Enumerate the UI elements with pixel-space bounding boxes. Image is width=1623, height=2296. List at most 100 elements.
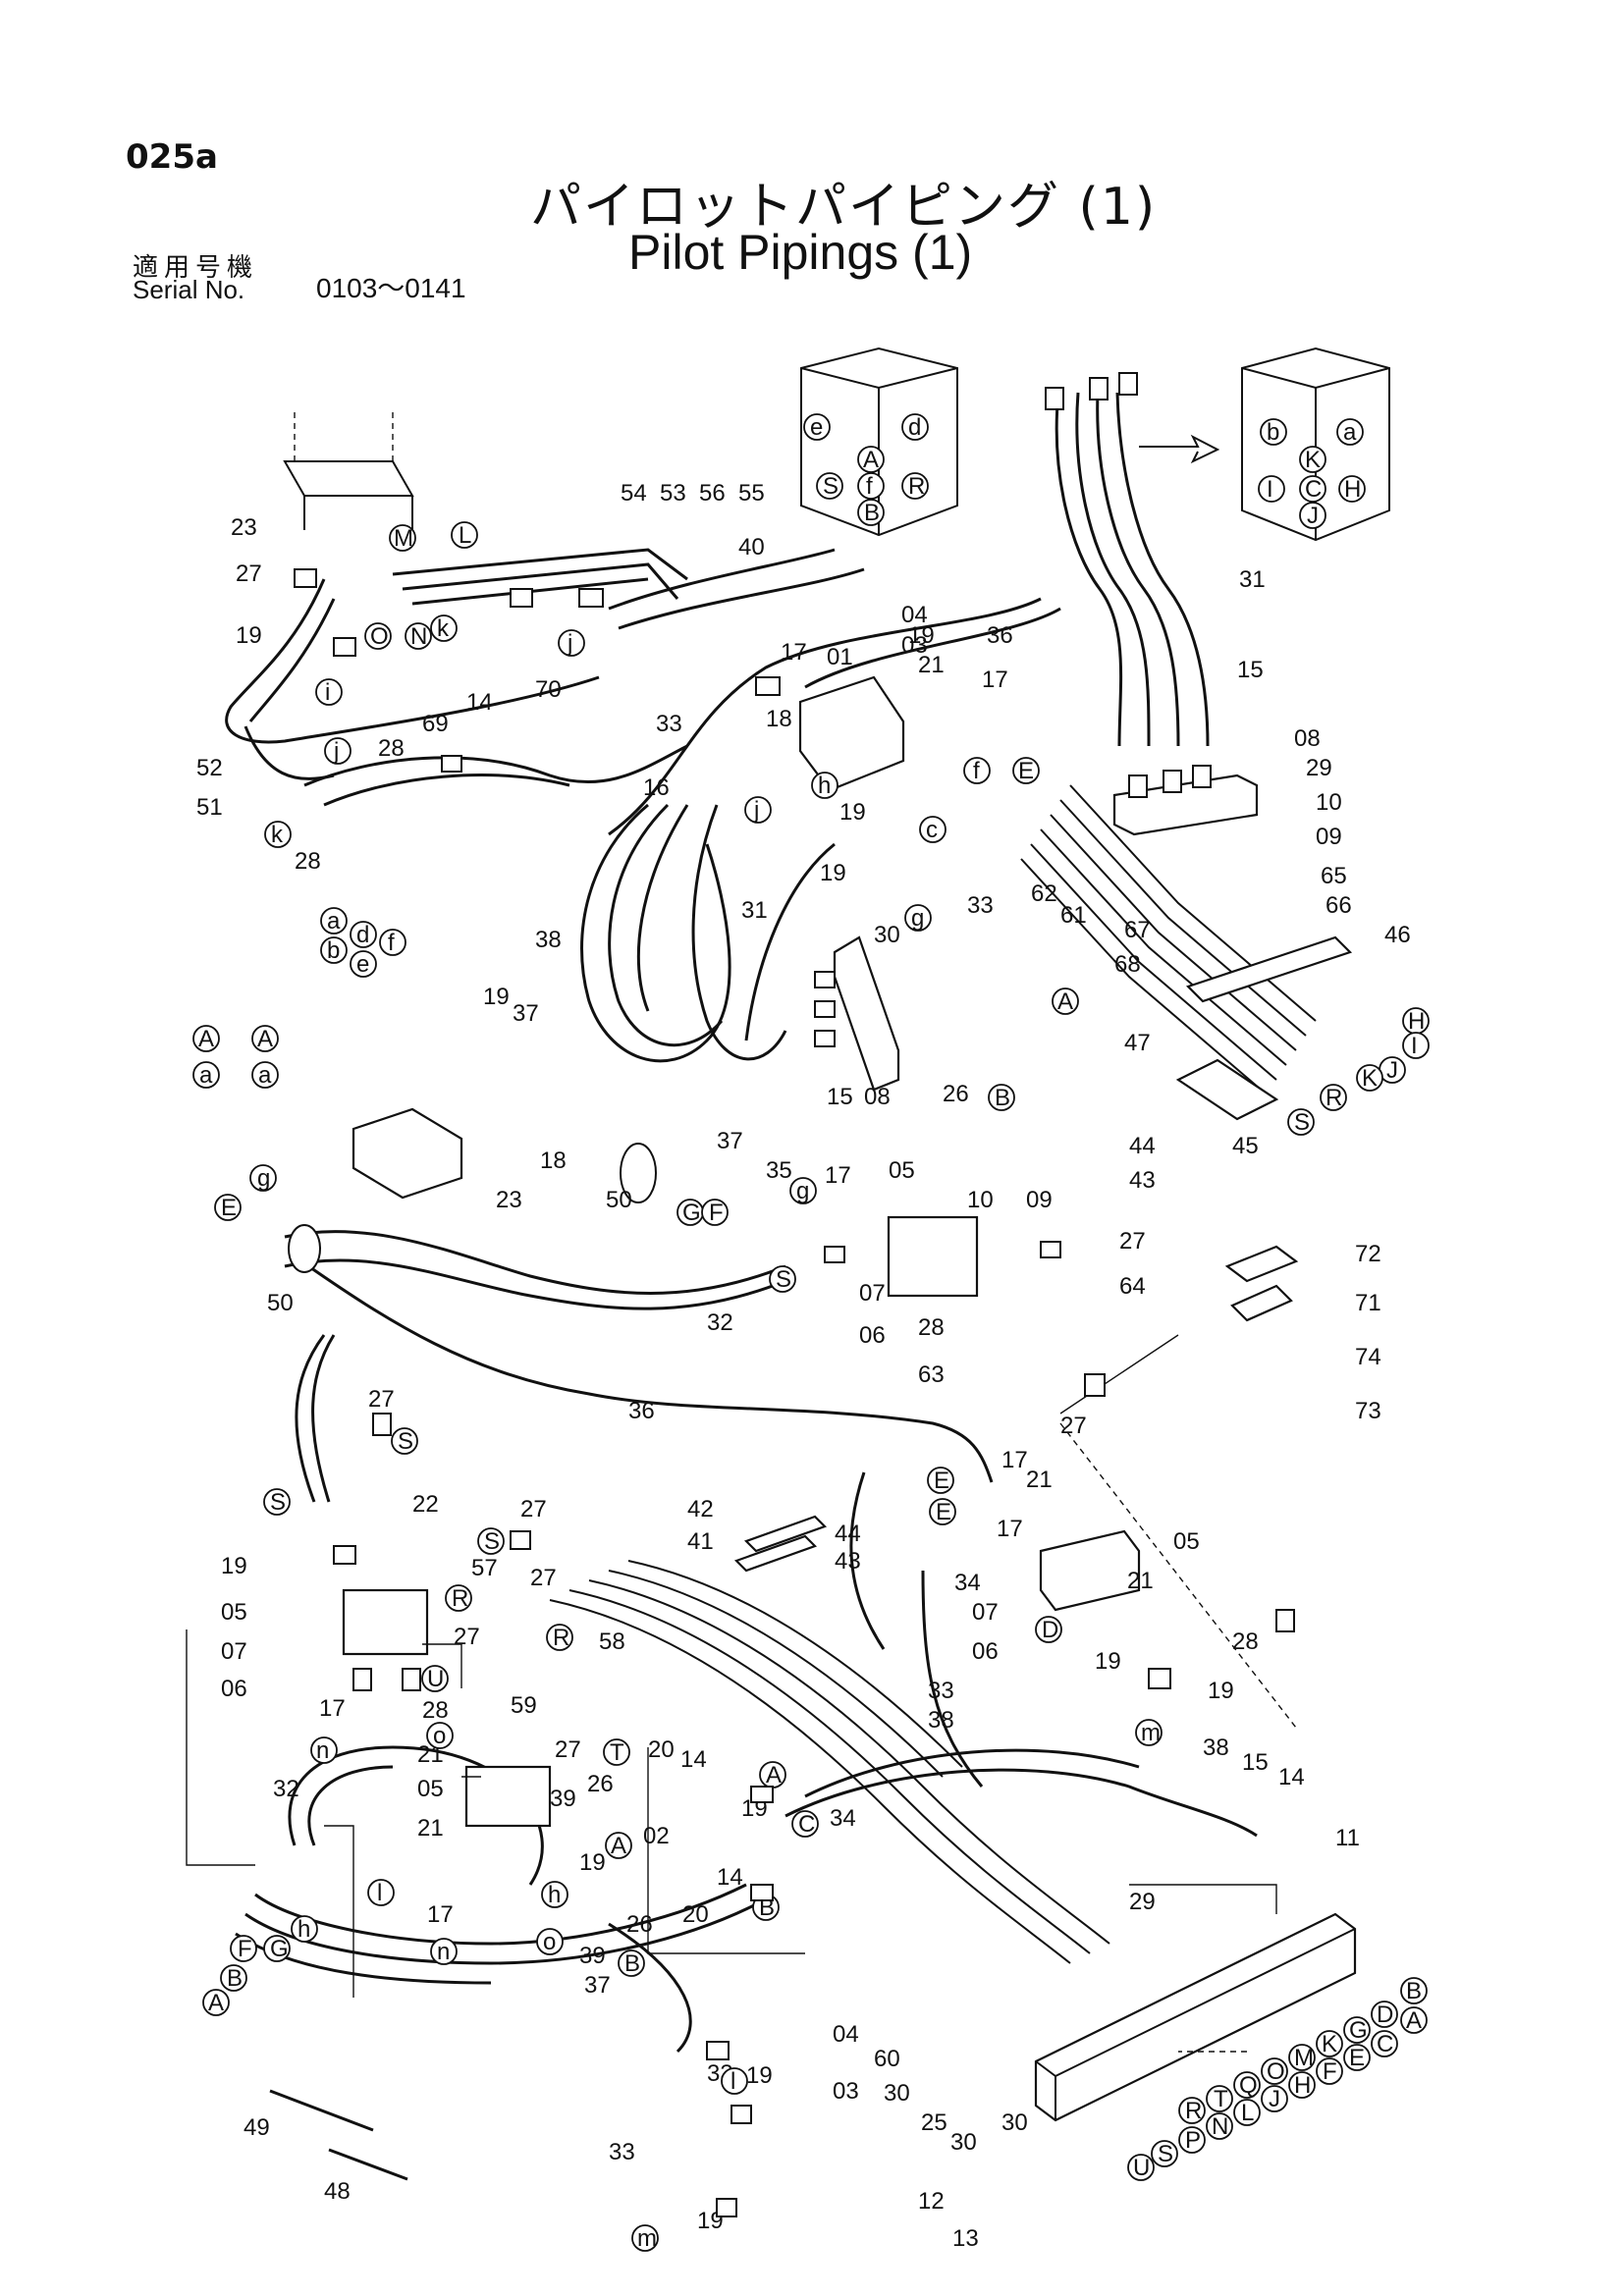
svg-text:J: J: [1307, 503, 1319, 529]
svg-text:g: g: [257, 1165, 270, 1192]
label-33b: 33: [967, 892, 994, 919]
svg-text:a: a: [1343, 419, 1357, 446]
label-30d: 30: [1001, 2109, 1028, 2136]
svg-text:H: H: [1408, 1008, 1425, 1035]
svg-text:n: n: [437, 1939, 450, 1965]
svg-text:K: K: [1322, 2031, 1337, 2057]
svg-text:k: k: [271, 822, 284, 848]
svg-text:S: S: [1294, 1109, 1310, 1136]
middle-long-hoses: [284, 1230, 994, 1503]
label-39: 39: [550, 1786, 576, 1812]
label-13: 13: [952, 2225, 979, 2252]
label-19k: 19: [746, 2062, 773, 2089]
svg-text:h: h: [298, 1916, 310, 1943]
label-28b: 28: [378, 735, 405, 762]
label-36b: 36: [628, 1398, 655, 1424]
svg-text:A: A: [766, 1762, 782, 1789]
label-62: 62: [1031, 881, 1057, 907]
title-english: Pilot Pipings (1): [628, 225, 973, 280]
label-19b: 19: [908, 622, 935, 649]
label-74: 74: [1355, 1344, 1381, 1370]
label-11: 11: [1335, 1825, 1360, 1851]
label-27: 27: [236, 561, 262, 587]
label-40: 40: [738, 534, 765, 561]
label-16: 16: [643, 774, 670, 801]
label-22: 22: [412, 1491, 439, 1518]
svg-text:S: S: [270, 1489, 286, 1516]
label-20: 20: [648, 1736, 675, 1763]
label-05c: 05: [221, 1599, 247, 1626]
svg-text:F: F: [238, 1936, 252, 1962]
lower-left-bundle: [235, 1745, 757, 2054]
label-69: 69: [422, 711, 449, 737]
svg-text:o: o: [433, 1723, 446, 1749]
bracket-42-41: [733, 1515, 828, 1573]
label-27b: 27: [1119, 1228, 1146, 1255]
label-38: 38: [535, 927, 562, 953]
svg-text:Q: Q: [1239, 2072, 1258, 2099]
label-21: 21: [918, 652, 945, 678]
svg-text:E: E: [936, 1499, 951, 1525]
label-43b: 43: [835, 1548, 861, 1575]
fittings: [294, 372, 1295, 2217]
arrow-to-cube: [1139, 434, 1220, 464]
svg-text:I: I: [1411, 1033, 1418, 1059]
top-right-hoses: [608, 392, 1210, 836]
channel-45: [1175, 1058, 1279, 1121]
label-60: 60: [874, 2046, 900, 2072]
label-27e: 27: [520, 1496, 547, 1522]
svg-text:O: O: [1267, 2058, 1285, 2085]
svg-text:E: E: [1349, 2045, 1365, 2071]
label-68: 68: [1114, 951, 1141, 978]
label-17e: 17: [997, 1516, 1023, 1542]
label-73: 73: [1355, 1398, 1381, 1424]
svg-text:K: K: [1362, 1065, 1378, 1092]
valve-left-sketch: [352, 1107, 463, 1200]
svg-text:a: a: [258, 1062, 272, 1089]
svg-text:A: A: [863, 447, 879, 473]
svg-text:S: S: [1158, 2141, 1173, 2167]
label-19: 19: [236, 622, 262, 649]
label-14: 14: [466, 689, 493, 716]
svg-text:A: A: [1406, 2007, 1422, 2034]
label-17d: 17: [1001, 1447, 1028, 1473]
label-05b: 05: [1173, 1528, 1200, 1555]
label-27d: 27: [368, 1386, 395, 1413]
svg-text:f: f: [866, 473, 873, 500]
svg-text:O: O: [370, 623, 389, 650]
svg-text:R: R: [1185, 2098, 1202, 2124]
label-55: 55: [738, 480, 765, 507]
label-23b: 23: [496, 1187, 522, 1213]
label-05d: 05: [417, 1776, 444, 1802]
ties-48-49: [269, 2089, 408, 2181]
label-42: 42: [687, 1496, 714, 1522]
label-39b: 39: [579, 1943, 606, 1969]
label-33e: 33: [609, 2139, 635, 2165]
label-02: 02: [643, 1823, 670, 1849]
label-37c: 37: [584, 1972, 611, 1999]
svg-text:f: f: [388, 930, 395, 956]
label-32: 32: [707, 1309, 733, 1336]
svg-text:d: d: [356, 922, 369, 948]
label-59: 59: [511, 1692, 537, 1719]
svg-text:B: B: [995, 1085, 1010, 1111]
label-17: 17: [781, 639, 807, 666]
label-30b: 30: [884, 2080, 910, 2107]
svg-text:S: S: [398, 1428, 413, 1455]
label-14d: 14: [1278, 1764, 1305, 1790]
label-65: 65: [1321, 863, 1347, 889]
svg-text:L: L: [1241, 2100, 1254, 2126]
svg-text:h: h: [548, 1882, 561, 1908]
label-19j: 19: [579, 1849, 606, 1876]
svg-text:R: R: [452, 1585, 468, 1612]
label-05: 05: [889, 1157, 915, 1184]
svg-text:R: R: [1325, 1085, 1342, 1111]
block-05-left: [342, 1588, 429, 1656]
label-33: 33: [656, 711, 682, 737]
label-50: 50: [606, 1187, 632, 1213]
label-04: 04: [901, 602, 928, 628]
svg-text:B: B: [864, 500, 880, 526]
svg-text:G: G: [1349, 2017, 1368, 2044]
svg-text:S: S: [776, 1266, 791, 1293]
